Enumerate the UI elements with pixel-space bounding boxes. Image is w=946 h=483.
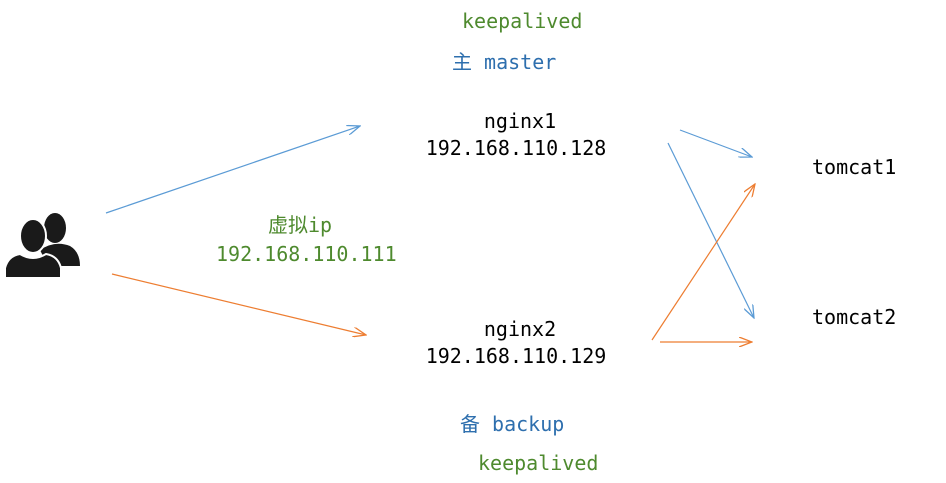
nginx2-to-tomcat1-arrow [651,184,755,341]
nginx1-ip: 192.168.110.128 [425,136,607,160]
virtual-ip-address: 192.168.110.111 [216,242,397,266]
virtual-ip-label: 虚拟ip [268,213,333,237]
tomcat2-label: tomcat2 [812,305,897,329]
nginx2-name: nginx2 [483,317,557,341]
users-icon [4,213,80,279]
master-role-label: 主 master [452,50,557,74]
tomcat1-label: tomcat1 [812,155,897,179]
nginx1-to-tomcat2-arrow [667,142,754,318]
nginx1-name: nginx1 [483,109,557,133]
client-to-nginx2-arrow [111,273,366,335]
client-to-nginx1-arrow [105,126,360,214]
keepalived-backup-label: keepalived [478,451,599,475]
keepalived-master-label: keepalived [462,9,583,33]
backup-role-label: 备 backup [460,412,565,436]
nginx2-ip: 192.168.110.129 [425,344,607,368]
nginx1-to-tomcat1-arrow [679,129,752,157]
